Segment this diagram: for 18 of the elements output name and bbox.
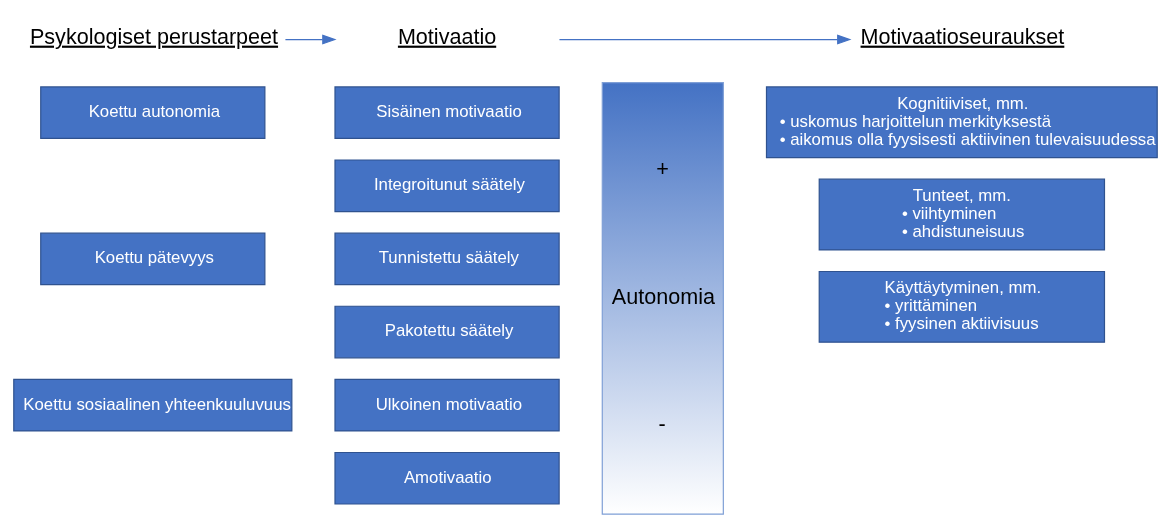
node-box: Tunnistettu säätely [334, 232, 560, 286]
node-box: + Autonomia - [601, 82, 724, 515]
node-box: Integroitunut säätely [334, 159, 560, 213]
node-box: Tunteet, mm. • viihtyminen • ahdistuneisuus [818, 178, 1106, 251]
node-box: Koettu autonomia [40, 86, 266, 140]
node-box: Kognitiiviset, mm. • uskomus harjoittelun merkityksestä • aikomus olla fyysisesti aktiivinen tulevaisuudessa [765, 86, 1158, 159]
node-box: Koettu pätevyys [40, 232, 266, 286]
node-box: Koettu sosiaalinen yhteenkuuluvuus [13, 378, 293, 432]
node-box: Sisäinen motivaatio [334, 86, 560, 140]
node-text: Motivaatio [397, 23, 497, 49]
node-text: Psykologiset perustarpeet [29, 23, 279, 49]
node-box: Pakotettu säätely [334, 305, 560, 359]
node-box: Amotivaatio [334, 451, 560, 505]
arrow [284, 34, 337, 45]
arrow [558, 34, 852, 45]
node-box: Käyttäytyminen, mm. • yrittäminen • fyysinen aktiivisuus [818, 270, 1106, 343]
node-text: Motivaatioseuraukset [860, 23, 1065, 49]
node-box: Ulkoinen motivaatio [334, 378, 560, 432]
